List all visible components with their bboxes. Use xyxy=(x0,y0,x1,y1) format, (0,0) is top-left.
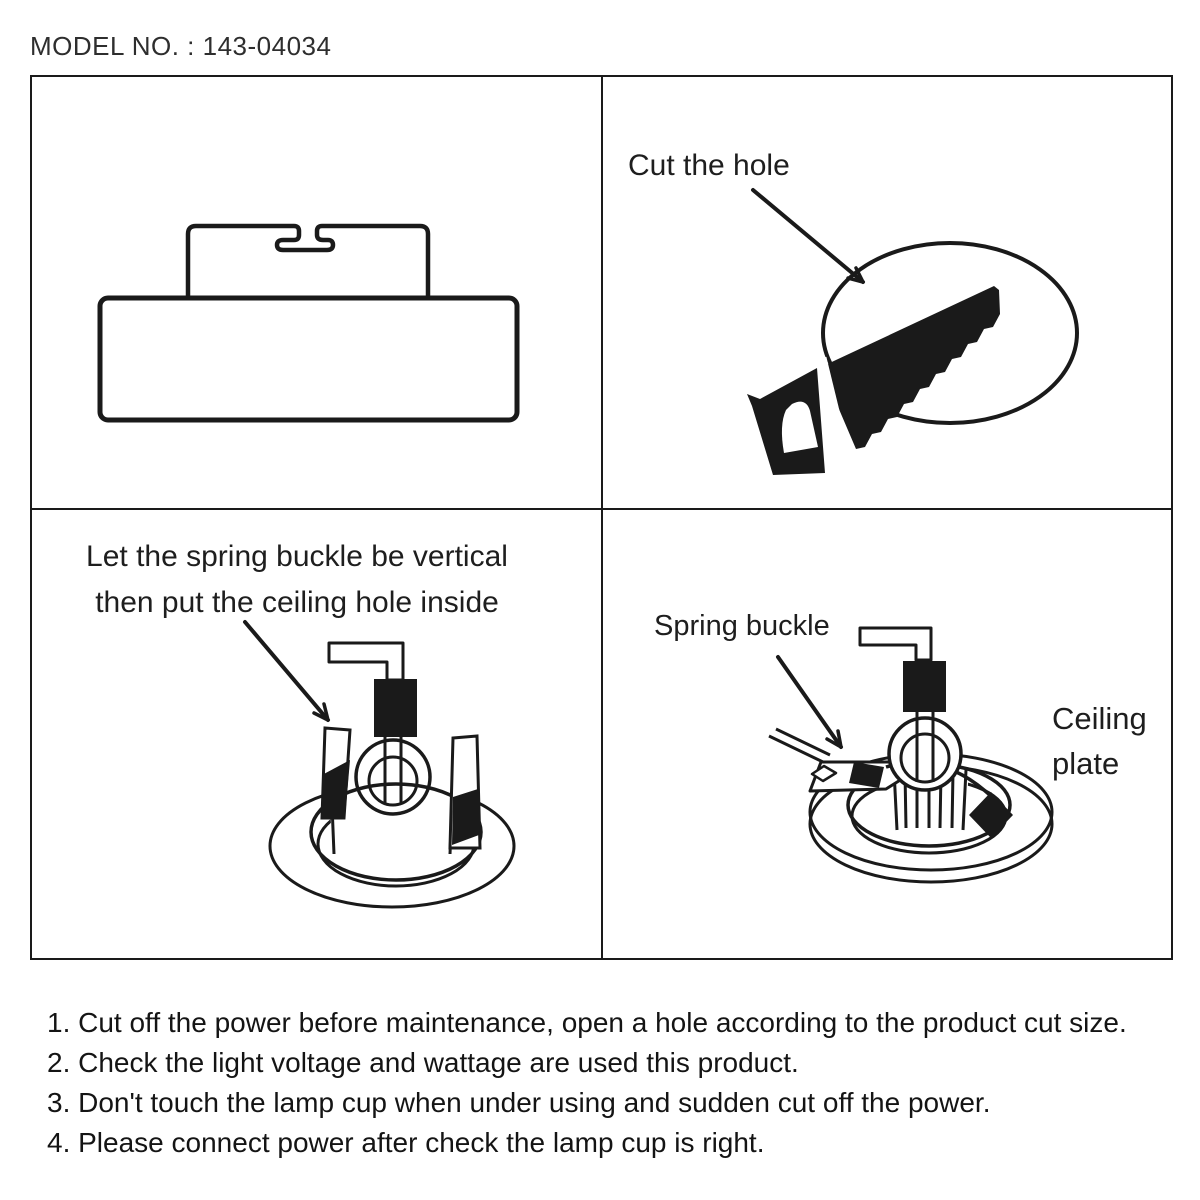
lamp-neck-outer-ring xyxy=(887,716,963,792)
lamp-cylinder-ribs xyxy=(892,769,968,831)
model-number-label: MODEL NO. : 143-04034 xyxy=(30,31,332,61)
buckle-vertical-caption: Let the spring buckle be vertical then p… xyxy=(32,534,562,626)
lamp-body xyxy=(97,295,520,423)
downlight-side-view-diagram xyxy=(97,223,520,423)
instruction-list: 1. Cut off the power before maintenance,… xyxy=(47,1003,1127,1163)
lamp-stem-rods xyxy=(915,712,935,782)
saw-blade xyxy=(821,286,1000,449)
buckle-clip-left xyxy=(849,762,884,788)
ceiling-hole-ellipse xyxy=(821,241,1079,425)
buckle-clip-right xyxy=(969,792,1013,838)
lamp-neck-inner-ring xyxy=(899,732,951,784)
buckles-vertical-diagram xyxy=(243,620,516,909)
saw-handle-hole xyxy=(781,401,818,453)
mounting-bracket xyxy=(858,626,933,662)
spring-buckle-label: Spring buckle xyxy=(654,610,830,642)
cut-hole-label: Cut the hole xyxy=(628,149,790,182)
buckle-spring-rod xyxy=(768,727,831,764)
caption-line-1: Let the spring buckle be vertical xyxy=(86,540,508,573)
instruction-1: 1. Cut off the power before maintenance,… xyxy=(47,1007,1127,1038)
spring-buckle-left xyxy=(320,726,352,820)
buckle-tip-plate xyxy=(810,764,838,783)
panel-spring-buckle-vertical: Let the spring buckle be vertical then p… xyxy=(32,510,603,958)
driver-box-with-mounting-slot xyxy=(185,223,431,308)
instruction-3: 3. Don't touch the lamp cup when under u… xyxy=(47,1087,991,1118)
panel-cut-the-hole: Cut the hole xyxy=(603,77,1171,510)
pointer-arrow xyxy=(751,188,865,284)
instruction-2: 2. Check the light voltage and wattage a… xyxy=(47,1047,799,1078)
ceiling-plate-label: Ceiling plate xyxy=(1052,696,1147,786)
lamp-stem-rods xyxy=(383,736,403,804)
terminal-block xyxy=(374,679,417,737)
ceiling-plate-label-line-2: plate xyxy=(1052,746,1120,781)
spring-buckle-right xyxy=(448,734,482,850)
lamp-neck-inner-ring xyxy=(367,755,419,807)
pointer-arrow xyxy=(776,655,843,749)
instruction-4: 4. Please connect power after check the … xyxy=(47,1127,765,1158)
caption-line-2: then put the ceiling hole inside xyxy=(95,586,499,619)
lamp-neck-outer-ring xyxy=(354,738,432,816)
panel-product-side-view xyxy=(32,77,603,510)
saw-cutting-hole-diagram xyxy=(747,188,1079,479)
mounting-bracket xyxy=(327,641,405,682)
pointer-arrow xyxy=(243,620,330,722)
terminal-block xyxy=(903,661,946,712)
diagram-grid: Cut the hole xyxy=(30,75,1173,960)
saw-handle-gap xyxy=(817,356,856,479)
ceiling-plate-label-line-1: Ceiling xyxy=(1052,701,1147,736)
ceiling-plate-diagram xyxy=(768,626,1054,884)
handsaw-icon xyxy=(747,286,1000,479)
panel-ceiling-plate: Spring buckle Ceiling plate xyxy=(603,510,1171,958)
